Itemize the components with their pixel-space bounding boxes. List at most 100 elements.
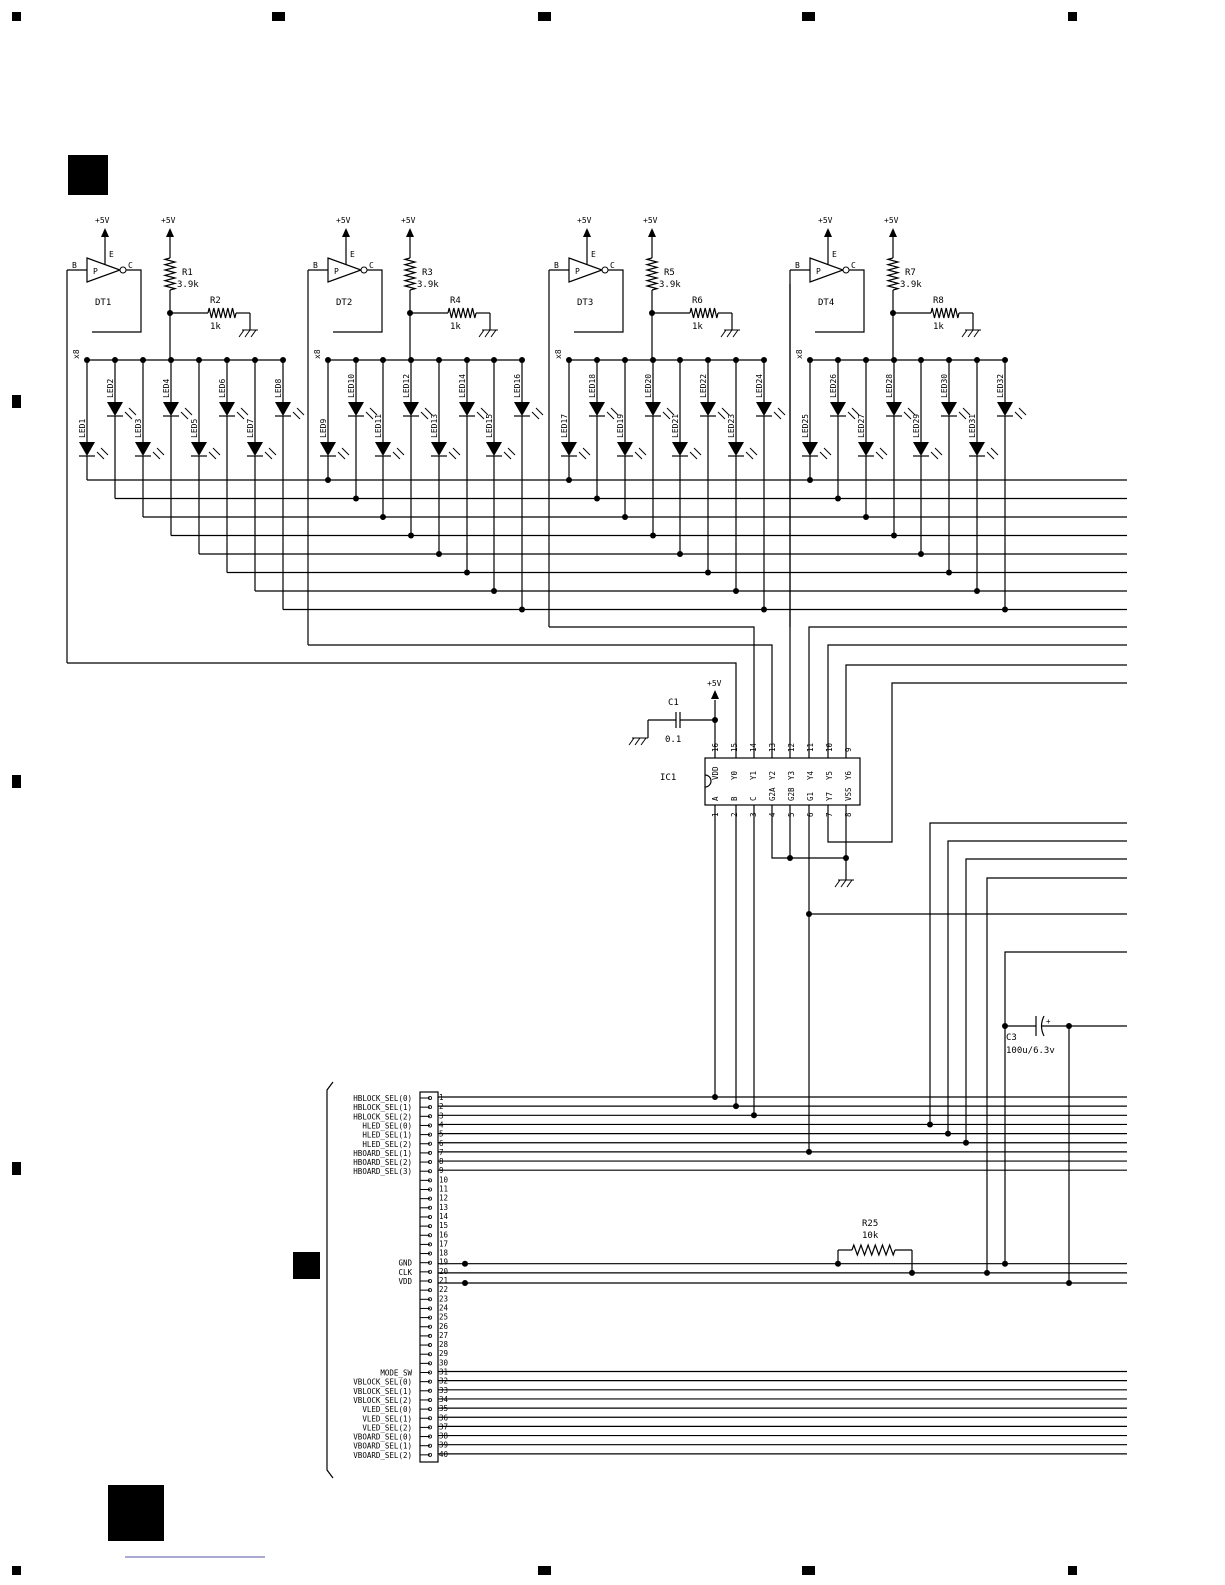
led-arrow [369,407,378,416]
led-arrow [1014,411,1023,420]
ic-pin-signal: A [711,796,720,801]
wire [1004,951,1127,1264]
capacitor-name: C1 [668,698,679,708]
registration-mark [12,395,21,408]
led-label: LED27 [857,414,866,438]
ground-symbol [973,329,980,338]
led-arrow [875,451,884,460]
supply-label: +5V [707,679,722,688]
connector-signal-label: MODE_SW [380,1369,412,1378]
led-symbol [135,442,151,456]
ic-pin-number: 15 [730,743,739,752]
resistor-value: 1k [933,322,944,332]
led-label: LED9 [319,419,328,438]
resistor-r8 [930,307,960,319]
resistor-r4 [447,307,477,319]
led-arrow [96,451,105,460]
wire [827,644,1127,758]
led-arrow [666,407,675,416]
wire [771,805,848,859]
supply-label: +5V [884,216,899,225]
connector-pin-number: 16 [439,1230,449,1239]
pin-c-label: C [369,261,374,270]
led-arrow [535,407,544,416]
junction-dot [807,357,813,363]
registration-mark [1068,12,1077,21]
connector-signal-label: HBLOCK_SEL(1) [353,1103,412,1112]
resistor-value: 3.9k [900,280,922,290]
connector-signal-label: GND [398,1259,412,1268]
ic-pin-signal: Y4 [806,770,815,780]
led-arrow [396,447,405,456]
ic-pin-signal: VDD [711,766,720,780]
connector-pin-number: 17 [439,1239,448,1248]
resistor-name: R8 [933,296,944,306]
connector-pin-number: 20 [439,1267,449,1276]
resistor-r1 [162,257,178,291]
pin-e-label: E [109,250,114,259]
led-arrow [582,447,591,456]
ic-pin-number: 12 [787,743,796,752]
led-symbol [830,402,846,416]
junction-dot [325,357,331,363]
led-arrow [208,451,217,460]
ground-symbol [732,329,739,338]
junction-dot [353,357,359,363]
junction-dot [733,1103,739,1110]
connector-pin-number: 23 [439,1294,448,1303]
transistor-symbol [327,257,363,283]
led-arrow [180,411,189,420]
led-arrow [531,411,540,420]
resistor-name: R2 [210,296,221,306]
pin-b-label: B [313,261,318,270]
capacitor-name: C3 [1006,1033,1017,1043]
led-label: LED16 [513,374,522,398]
led-symbol [997,402,1013,416]
led-label: LED18 [588,374,597,398]
junction-dot [196,357,202,363]
led-arrow [851,407,860,416]
pin-b-label: B [795,261,800,270]
led-symbol [247,442,263,456]
ic-pin-signal: Y0 [730,770,739,780]
transistor-type: P [93,267,98,276]
junction-dot [835,357,841,363]
ground-symbol [720,329,727,338]
led-arrow [124,411,133,420]
led-symbol [163,402,179,416]
ground-symbol [490,329,497,338]
junction-dot [436,357,442,363]
led-label: LED31 [968,414,977,438]
led-arrow [693,447,702,456]
connector-signal-label: VLED_SEL(0) [362,1405,412,1414]
ic-pin-signal: VSS [844,787,853,801]
led-symbol [486,442,502,456]
capacitor-plate [1040,1015,1045,1037]
resistor-r3 [402,257,418,291]
ic-pin-number: 7 [825,812,834,817]
connector-body [419,1091,439,1463]
wire [549,626,755,758]
wire [815,269,865,333]
led-arrow [907,407,916,416]
registration-mark [12,12,21,21]
led-arrow [452,447,461,456]
led-arrow [610,407,619,416]
ground-symbol [250,329,257,338]
led-label: LED32 [996,374,1005,398]
pin-c-label: C [610,261,615,270]
junction-dot [112,357,118,363]
led-arrow [903,411,912,420]
led-label: LED6 [218,379,227,398]
junction-dot [733,357,739,363]
supply-label: +5V [401,216,416,225]
ic-pin-signal: G1 [806,792,815,801]
ground-symbol [628,737,635,746]
led-label: LED19 [616,414,625,438]
wire [986,877,1127,1273]
transistor-symbol [86,257,122,283]
junction-dot [1002,357,1008,363]
connector-signal-label: HBLOCK_SEL(0) [353,1094,412,1103]
led-arrow [341,447,350,456]
